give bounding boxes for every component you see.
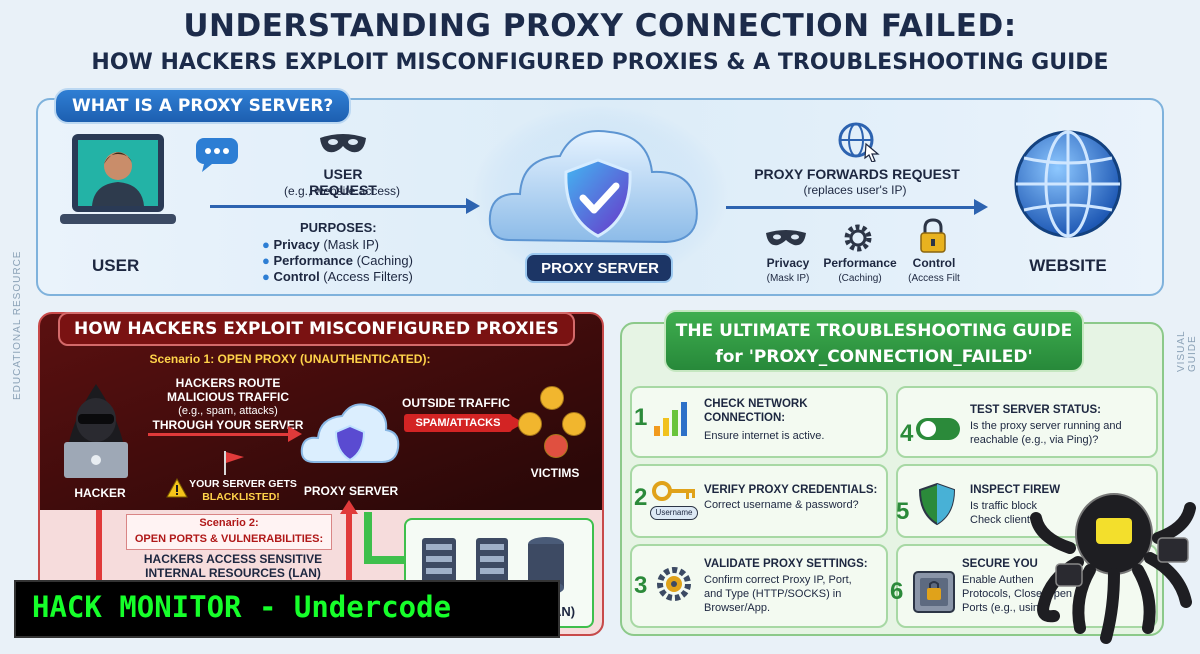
mini-privacy: Privacy(Mask IP) [766, 256, 810, 284]
worried-face-icon [562, 412, 586, 436]
victims-label: VICTIMS [530, 466, 580, 480]
flag-icon [224, 451, 244, 475]
step-desc-6c: Ports (e.g., using [962, 602, 1046, 614]
chat-bubble-icon [196, 138, 238, 172]
purpose-item: ● Privacy (Mask IP) [262, 237, 379, 252]
settings-gear-icon [657, 567, 691, 601]
step-desc-4b: reachable (e.g., via Ping)? [970, 434, 1099, 446]
small-proxy-cloud-icon [300, 403, 400, 463]
step-title-6: SECURE YOU [962, 558, 1038, 570]
angry-face-icon [544, 434, 568, 458]
step-desc-1: Ensure internet is active. [704, 430, 825, 442]
step-title-1b: CONNECTION: [704, 412, 786, 424]
user-laptop-icon [60, 134, 176, 224]
step-desc-2: Correct username & password? [704, 499, 859, 511]
step-title-3: VALIDATE PROXY SETTINGS: [704, 558, 868, 570]
green-pipe [364, 512, 372, 560]
step-desc-3b: and Type (HTTP/SOCKS) in [704, 588, 842, 600]
user-request-sub: (e.g., website access) [283, 184, 401, 198]
traffic-arrow-in [148, 433, 290, 436]
step-number-3: 3 [634, 572, 648, 599]
access-line1: HACKERS ACCESS SENSITIVE [143, 552, 323, 566]
step-desc-4: Is the proxy server running and [970, 420, 1122, 432]
side-label-left: EDUCATIONAL RESOURCE [12, 250, 23, 400]
padlock-icon [920, 218, 946, 253]
scenario1-label: Scenario 1: OPEN PROXY (UNAUTHENTICATED)… [149, 352, 431, 366]
green-pipe-h [364, 556, 404, 564]
sad-face-icon [540, 386, 564, 410]
forward-arrow-head [974, 199, 988, 215]
hacker-label: HACKER [74, 486, 126, 500]
purpose-item: ● Control (Access Filters) [262, 269, 413, 284]
hacker-icon [64, 384, 128, 478]
step-desc-5: Is traffic block [970, 500, 1038, 512]
side-label-right: VISUAL GUIDE [1176, 330, 1198, 372]
website-label: WEBSITE [1029, 256, 1107, 275]
mini-mask-icon [766, 230, 806, 246]
username-tag: Username [650, 506, 698, 520]
step-card-2 [630, 464, 888, 538]
firewall-shield-icon [918, 482, 956, 526]
step-title-2: VERIFY PROXY CREDENTIALS: [704, 484, 878, 496]
purpose-item: ● Performance (Caching) [262, 253, 413, 268]
red-up-arrow-head [340, 500, 358, 514]
forward-title: PROXY FORWARDS REQUEST [754, 166, 960, 182]
toggle-switch-icon [916, 418, 960, 440]
access-line2: INTERNAL RESOURCES (LAN) [145, 566, 321, 580]
gear-icon [844, 224, 872, 252]
red-down-line [96, 510, 102, 580]
blacklist-line2: BLACKLISTED! [202, 491, 280, 503]
section-heading-guide: THE ULTIMATE TROUBLESHOOTING GUIDE for '… [664, 310, 1084, 372]
step-desc-3c: Browser/App. [704, 602, 771, 614]
outside-traffic-label: OUTSIDE TRAFFIC [402, 396, 510, 410]
signal-bars-icon [654, 402, 687, 436]
section-heading-hackers: HOW HACKERS EXPLOIT MISCONFIGURED PROXIE… [58, 312, 575, 346]
step-desc-5b: Check client [970, 514, 1030, 526]
step-title-4: TEST SERVER STATUS: [970, 404, 1101, 416]
octopus-logo-icon [1030, 493, 1196, 644]
worried-face-icon [518, 412, 542, 436]
page-title: UNDERSTANDING PROXY CONNECTION FAILED: [183, 8, 1017, 44]
globe-cursor-icon [838, 122, 880, 162]
banner-text: HACK MONITOR - Undercode [32, 590, 452, 624]
blacklist-line1: YOUR SERVER GETS [189, 478, 297, 490]
route-text: HACKERS ROUTE MALICIOUS TRAFFIC (e.g., s… [152, 376, 304, 432]
mini-control: Control(Access Filt [908, 256, 960, 284]
safe-lock-icon [913, 571, 955, 613]
request-arrow [210, 205, 468, 208]
section-heading-proxy: WHAT IS A PROXY SERVER? [54, 88, 352, 124]
website-globe-icon [1014, 130, 1122, 238]
mini-performance: Performance(Caching) [823, 256, 897, 284]
step-number-1: 1 [634, 404, 648, 431]
proxy-cloud-icon [472, 105, 728, 285]
mask-icon [320, 134, 366, 153]
red-up-arrow [346, 512, 352, 580]
step-desc-6: Enable Authen [962, 574, 1034, 586]
step-title-1: CHECK NETWORK [704, 398, 808, 410]
user-request-title: USER REQUEST [309, 166, 377, 198]
step-number-2: 2 [634, 484, 648, 511]
spam-badge: SPAM/ATTACKS [404, 414, 512, 432]
page-subtitle: HOW HACKERS EXPLOIT MISCONFIGURED PROXIE… [91, 50, 1109, 75]
warning-icon [166, 478, 188, 498]
proxy-server-label: PROXY SERVER [541, 260, 659, 277]
user-label: USER [92, 256, 140, 275]
key-icon [652, 481, 695, 501]
purposes-list: ● Privacy (Mask IP) ● Performance (Cachi… [262, 237, 413, 285]
step-number-6: 6 [890, 578, 904, 605]
step-title-5: INSPECT FIREW [970, 484, 1061, 496]
proxy-server-small-label: PROXY SERVER [303, 484, 399, 498]
forward-sub: (replaces user's IP) [803, 183, 907, 197]
scenario2-box: Scenario 2: OPEN PORTS & VULNERABILITIES… [126, 514, 332, 550]
step-desc-3: Confirm correct Proxy IP, Port, [704, 574, 852, 586]
step-number-5: 5 [896, 498, 910, 525]
hack-monitor-banner: HACK MONITOR - Undercode [14, 580, 560, 638]
purposes-title: PURPOSES: [300, 220, 377, 235]
traffic-arrow-in-head [288, 426, 302, 442]
forward-arrow [726, 206, 976, 209]
step-number-4: 4 [900, 420, 914, 447]
